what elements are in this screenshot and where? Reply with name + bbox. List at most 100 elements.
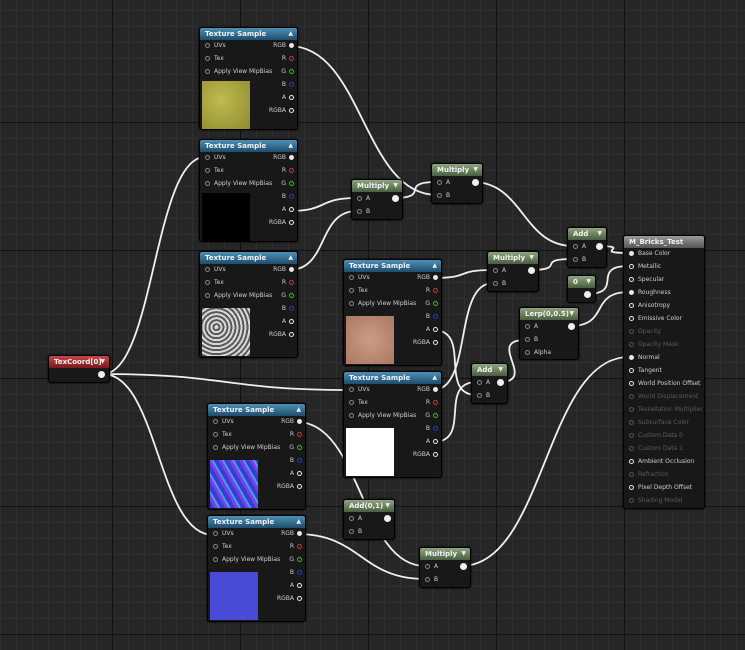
material-input-row[interactable]: Metallic (629, 262, 661, 272)
input-pin-icon[interactable] (349, 400, 354, 405)
input-pin-row[interactable]: B (525, 335, 538, 345)
input-pin-row[interactable]: Tex (213, 542, 232, 552)
output-pin-row[interactable]: R (290, 542, 302, 552)
input-pin-icon[interactable] (493, 268, 498, 273)
output-pin-icon[interactable] (497, 379, 504, 386)
input-pin-icon[interactable] (205, 69, 210, 74)
input-pin-row[interactable]: A (525, 322, 538, 332)
input-pin-icon[interactable] (205, 168, 210, 173)
input-pin-row[interactable]: A (349, 514, 362, 524)
output-pin-row[interactable]: R (282, 54, 294, 64)
output-pin-row[interactable]: RGB (273, 41, 294, 51)
output-pin-icon[interactable] (289, 69, 294, 74)
output-pin-icon[interactable] (289, 194, 294, 199)
input-pin-row[interactable]: UVs (205, 41, 226, 51)
triangle-up-icon[interactable]: ▲ (432, 374, 437, 381)
material-input-row[interactable]: World Position Offset (629, 379, 700, 389)
output-pin-icon[interactable] (289, 95, 294, 100)
input-pin-icon[interactable] (425, 564, 430, 569)
triangle-down-icon[interactable]: ▼ (473, 166, 478, 173)
material-input-row[interactable]: Subsurface Color (629, 418, 689, 428)
triangle-down-icon[interactable]: ▼ (461, 550, 466, 557)
input-pin-icon[interactable] (629, 394, 634, 399)
output-pin-row[interactable]: B (426, 312, 438, 322)
output-pin-icon[interactable] (433, 327, 438, 332)
output-pin-icon[interactable] (297, 583, 302, 588)
output-pin-icon[interactable] (433, 275, 438, 280)
input-pin-row[interactable]: B (357, 207, 370, 217)
output-pin-icon[interactable] (433, 439, 438, 444)
output-pin-row[interactable]: R (282, 278, 294, 288)
triangle-down-icon[interactable]: ▼ (597, 230, 602, 237)
triangle-down-icon[interactable]: ▼ (385, 502, 390, 509)
input-pin-icon[interactable] (493, 281, 498, 286)
input-pin-icon[interactable] (213, 544, 218, 549)
material-input-row[interactable]: Tangent (629, 366, 662, 376)
input-pin-icon[interactable] (205, 56, 210, 61)
output-pin-icon[interactable] (289, 43, 294, 48)
output-pin-row[interactable]: R (426, 286, 438, 296)
triangle-down-icon[interactable]: ▼ (498, 366, 503, 373)
triangle-up-icon[interactable]: ▲ (288, 30, 293, 37)
output-pin-row[interactable]: A (426, 437, 438, 447)
input-pin-row[interactable]: Apply View MipBias (213, 443, 280, 453)
output-pin-icon[interactable] (297, 445, 302, 450)
input-pin-icon[interactable] (629, 303, 634, 308)
input-pin-icon[interactable] (205, 155, 210, 160)
material-input-row[interactable]: Opacity (629, 327, 661, 337)
output-pin-icon[interactable] (289, 293, 294, 298)
material-input-row[interactable]: Emissive Color (629, 314, 682, 324)
input-pin-icon[interactable] (629, 381, 634, 386)
output-pin-row[interactable]: A (282, 317, 294, 327)
input-pin-icon[interactable] (205, 181, 210, 186)
output-pin-icon[interactable] (289, 82, 294, 87)
input-pin-row[interactable]: Tex (205, 278, 224, 288)
input-pin-icon[interactable] (573, 257, 578, 262)
input-pin-icon[interactable] (629, 355, 634, 360)
output-pin-icon[interactable] (289, 280, 294, 285)
output-pin-icon[interactable] (433, 387, 438, 392)
output-pin-icon[interactable] (433, 314, 438, 319)
material-input-row[interactable]: Custom Data 0 (629, 431, 683, 441)
input-pin-icon[interactable] (357, 209, 362, 214)
output-pin-icon[interactable] (392, 195, 399, 202)
triangle-up-icon[interactable]: ▲ (296, 518, 301, 525)
output-pin-icon[interactable] (289, 267, 294, 272)
output-pin-row[interactable]: RGBA (277, 594, 302, 604)
triangle-down-icon[interactable]: ▼ (586, 278, 591, 285)
output-pin-row[interactable]: RGB (417, 385, 438, 395)
input-pin-icon[interactable] (357, 196, 362, 201)
output-pin-row[interactable]: RGBA (413, 338, 438, 348)
input-pin-icon[interactable] (629, 277, 634, 282)
input-pin-icon[interactable] (477, 380, 482, 385)
input-pin-icon[interactable] (213, 445, 218, 450)
output-pin-icon[interactable] (433, 426, 438, 431)
input-pin-icon[interactable] (525, 337, 530, 342)
input-pin-row[interactable]: Tex (205, 54, 224, 64)
input-pin-icon[interactable] (213, 432, 218, 437)
output-pin-row[interactable]: G (425, 411, 438, 421)
input-pin-row[interactable]: B (425, 575, 438, 585)
output-pin-row[interactable]: RGBA (277, 482, 302, 492)
output-pin-row[interactable]: R (426, 398, 438, 408)
output-pin-icon[interactable] (289, 168, 294, 173)
output-pin-icon[interactable] (289, 220, 294, 225)
input-pin-icon[interactable] (629, 472, 634, 477)
input-pin-icon[interactable] (349, 288, 354, 293)
output-pin-row[interactable]: RGB (281, 529, 302, 539)
input-pin-row[interactable]: B (493, 279, 506, 289)
input-pin-row[interactable]: Apply View MipBias (205, 291, 272, 301)
input-pin-row[interactable]: Apply View MipBias (205, 179, 272, 189)
input-pin-row[interactable]: A (437, 178, 450, 188)
input-pin-icon[interactable] (573, 244, 578, 249)
input-pin-icon[interactable] (349, 275, 354, 280)
output-pin-row[interactable]: A (290, 581, 302, 591)
input-pin-row[interactable]: A (357, 194, 370, 204)
